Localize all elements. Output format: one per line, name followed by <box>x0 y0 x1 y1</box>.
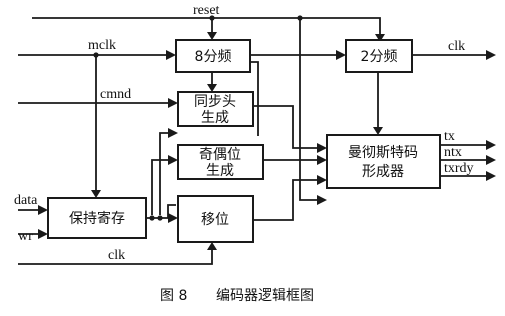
label-data: data <box>14 193 38 208</box>
block-div2-label: 2分频 <box>361 49 398 65</box>
arrow-div8-div2 <box>336 50 346 60</box>
label-wr: wr <box>18 229 33 244</box>
block-hold-label: 保持寄存 <box>69 210 125 227</box>
block-shift-label: 移位 <box>201 212 229 228</box>
block-div2: 2分频 <box>345 39 413 73</box>
junction-mclk <box>93 52 99 58</box>
label-ntx: ntx <box>444 145 462 160</box>
block-sync: 同步头 生成 <box>177 91 254 127</box>
junctions <box>93 15 303 221</box>
block-manchester: 曼彻斯特码 形成器 <box>326 134 441 189</box>
block-parity-box <box>177 144 264 180</box>
label-clk-in: clk <box>108 248 125 263</box>
block-manchester-box <box>326 134 441 189</box>
reset-to-manchester-wire <box>299 18 325 201</box>
arrow-reset-div2 <box>375 34 385 42</box>
label-cmnd: cmnd <box>100 87 131 102</box>
block-parity-line2: 生成 <box>206 163 234 179</box>
block-parity-line1: 奇偶位 <box>199 146 241 163</box>
block-sync-line2: 生成 <box>201 110 229 126</box>
block-manchester-line1: 曼彻斯特码 <box>348 145 418 161</box>
figure-caption: 图 8 编码器逻辑框图 <box>160 288 314 304</box>
label-mclk: mclk <box>88 38 116 53</box>
arrow-cmnd-sync <box>168 98 178 108</box>
block-manchester-line2: 形成器 <box>362 164 404 180</box>
parity-feedback2-wire <box>151 159 176 215</box>
block-hold-box <box>47 197 147 239</box>
caption-title: 编码器逻辑框图 <box>216 288 314 304</box>
label-txrdy: txrdy <box>444 161 474 176</box>
caption-figure-number: 图 8 <box>160 288 187 304</box>
arrow-ntx-out <box>486 155 496 165</box>
arrow-clk-out <box>486 50 496 60</box>
arrow-feedback2-parity <box>168 155 178 165</box>
junction-reset-div8 <box>209 15 215 21</box>
sync-to-manchester-wire <box>253 105 325 149</box>
arrow-txrdy-out <box>486 171 496 181</box>
block-shift-box <box>177 195 254 243</box>
junction-hold-out2 <box>157 215 163 221</box>
block-shift: 移位 <box>177 195 254 243</box>
arrow-div2-manchester <box>373 127 383 135</box>
clk-in-wire <box>18 244 213 265</box>
block-div8: 8分频 <box>175 39 251 73</box>
junction-hold-out <box>149 215 155 221</box>
arrow-sync-manchester <box>317 143 327 153</box>
arrow-tx-out <box>486 140 496 150</box>
arrow-reset-manchester <box>317 195 327 205</box>
block-sync-line1: 同步头 <box>194 94 236 110</box>
reset-wire <box>32 17 381 40</box>
block-div2-box <box>345 39 413 73</box>
label-clk-out: clk <box>448 39 465 54</box>
parity-feedback-wire <box>159 132 176 215</box>
arrow-feedback-parity <box>168 128 178 138</box>
shift-to-manchester-wire <box>253 179 325 221</box>
block-hold: 保持寄存 <box>47 197 147 239</box>
junction-reset-right <box>297 15 303 21</box>
block-parity: 奇偶位 生成 <box>177 144 264 180</box>
arrow-div8-down <box>207 84 217 92</box>
arrow-hold-shift <box>168 213 178 223</box>
arrow-data-hold <box>38 205 48 215</box>
signal-labels: reset mclk cmnd data wr clk clk tx ntx t… <box>14 3 474 263</box>
block-sync-box <box>177 91 254 127</box>
block-div8-label: 8分频 <box>195 49 232 65</box>
arrow-mclk-div8 <box>166 50 176 60</box>
label-reset: reset <box>193 3 220 18</box>
arrow-parity-manchester <box>317 155 327 165</box>
label-tx: tx <box>444 129 455 144</box>
arrow-wr-hold <box>38 229 48 239</box>
arrow-shift-manchester <box>317 175 327 185</box>
arrow-mclk-hold <box>91 190 101 198</box>
block-div8-box <box>175 39 251 73</box>
arrowheads <box>38 32 496 250</box>
wires <box>18 17 494 265</box>
arrow-reset-div8 <box>207 32 217 40</box>
div8-clk-bus-wire <box>250 61 259 136</box>
arrow-clk-shift <box>207 242 217 250</box>
